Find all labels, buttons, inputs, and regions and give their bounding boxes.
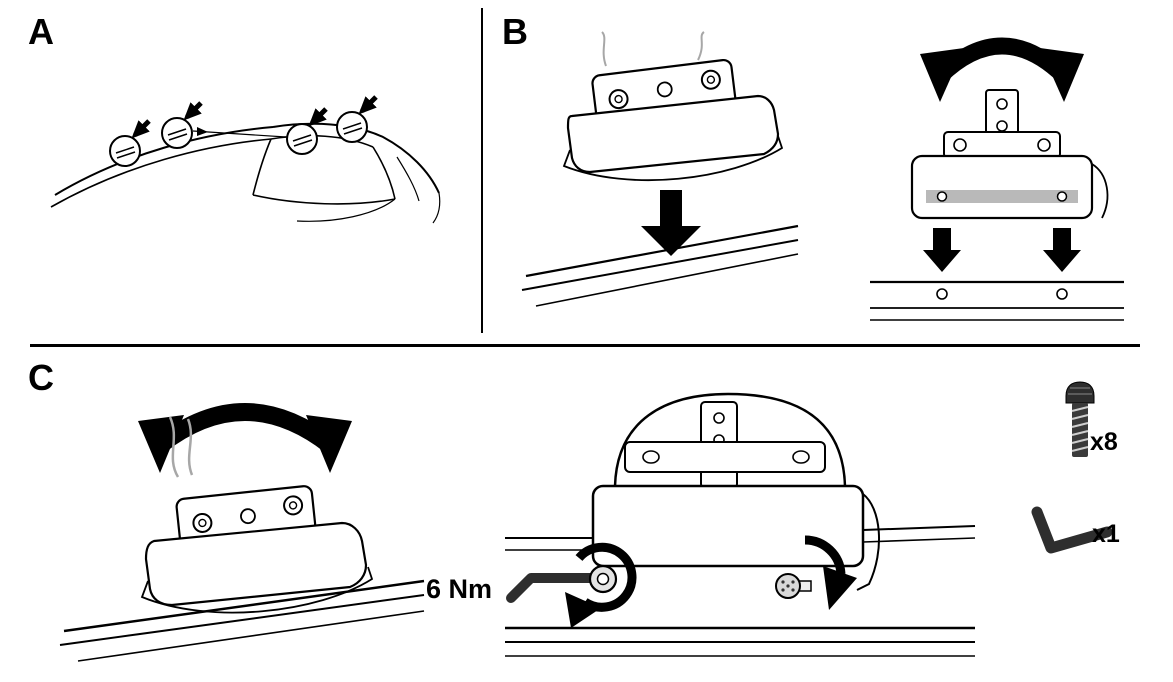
screw-icon bbox=[1065, 381, 1095, 457]
torque-value-label: 6 Nm bbox=[426, 574, 493, 604]
foot-body bbox=[910, 154, 1109, 220]
rotation-arrow bbox=[138, 403, 352, 473]
down-arrow-left bbox=[923, 228, 961, 272]
right-screw bbox=[775, 573, 812, 599]
allen-key-quantity-label: x1 bbox=[1092, 520, 1120, 548]
panel-c-label: C bbox=[28, 357, 55, 398]
rubber-strips bbox=[601, 31, 705, 67]
roof-rail-lines bbox=[59, 579, 425, 662]
right-rotation-arrow bbox=[804, 535, 857, 610]
foot-rotation-illustration bbox=[59, 403, 425, 662]
callout-leader-line bbox=[192, 130, 287, 138]
clamp-plate bbox=[943, 131, 1061, 159]
rubber-pad bbox=[926, 190, 1078, 203]
left-screw bbox=[588, 564, 618, 594]
rail-lines-upper bbox=[505, 525, 976, 551]
leader-arrowhead bbox=[197, 127, 208, 136]
horizontal-divider bbox=[30, 344, 1140, 347]
foot-body bbox=[591, 484, 880, 591]
clamp-alignment-illustration bbox=[870, 37, 1124, 321]
clamp-plate bbox=[624, 441, 826, 473]
down-arrow-right bbox=[1043, 228, 1081, 272]
rail-lines-lower bbox=[505, 626, 975, 657]
rotation-arrow bbox=[920, 37, 1084, 102]
attachment-point-arrows bbox=[131, 95, 378, 139]
roof-rail-lines bbox=[521, 224, 799, 307]
roof-rail-lines bbox=[50, 126, 274, 208]
car-roof-attachment-points-illustration bbox=[50, 95, 441, 224]
screw-quantity-label: x8 bbox=[1090, 428, 1118, 456]
torque-tightening-illustration bbox=[505, 392, 976, 657]
panel-b-label: B bbox=[502, 11, 529, 52]
vertical-divider bbox=[481, 8, 483, 333]
rubber-strips bbox=[168, 416, 194, 478]
panel-a-label: A bbox=[28, 11, 55, 52]
foot-body bbox=[562, 94, 784, 182]
foot-placement-illustration bbox=[521, 31, 799, 307]
rail-with-holes bbox=[870, 280, 1124, 321]
down-arrow bbox=[641, 190, 701, 256]
allen-key-icon bbox=[1031, 506, 1113, 554]
foot-body bbox=[140, 521, 374, 614]
left-rotation-arrow bbox=[565, 542, 637, 628]
foot-cover bbox=[613, 392, 847, 489]
allen-key-tool bbox=[506, 573, 596, 603]
callout-circles bbox=[109, 111, 368, 167]
